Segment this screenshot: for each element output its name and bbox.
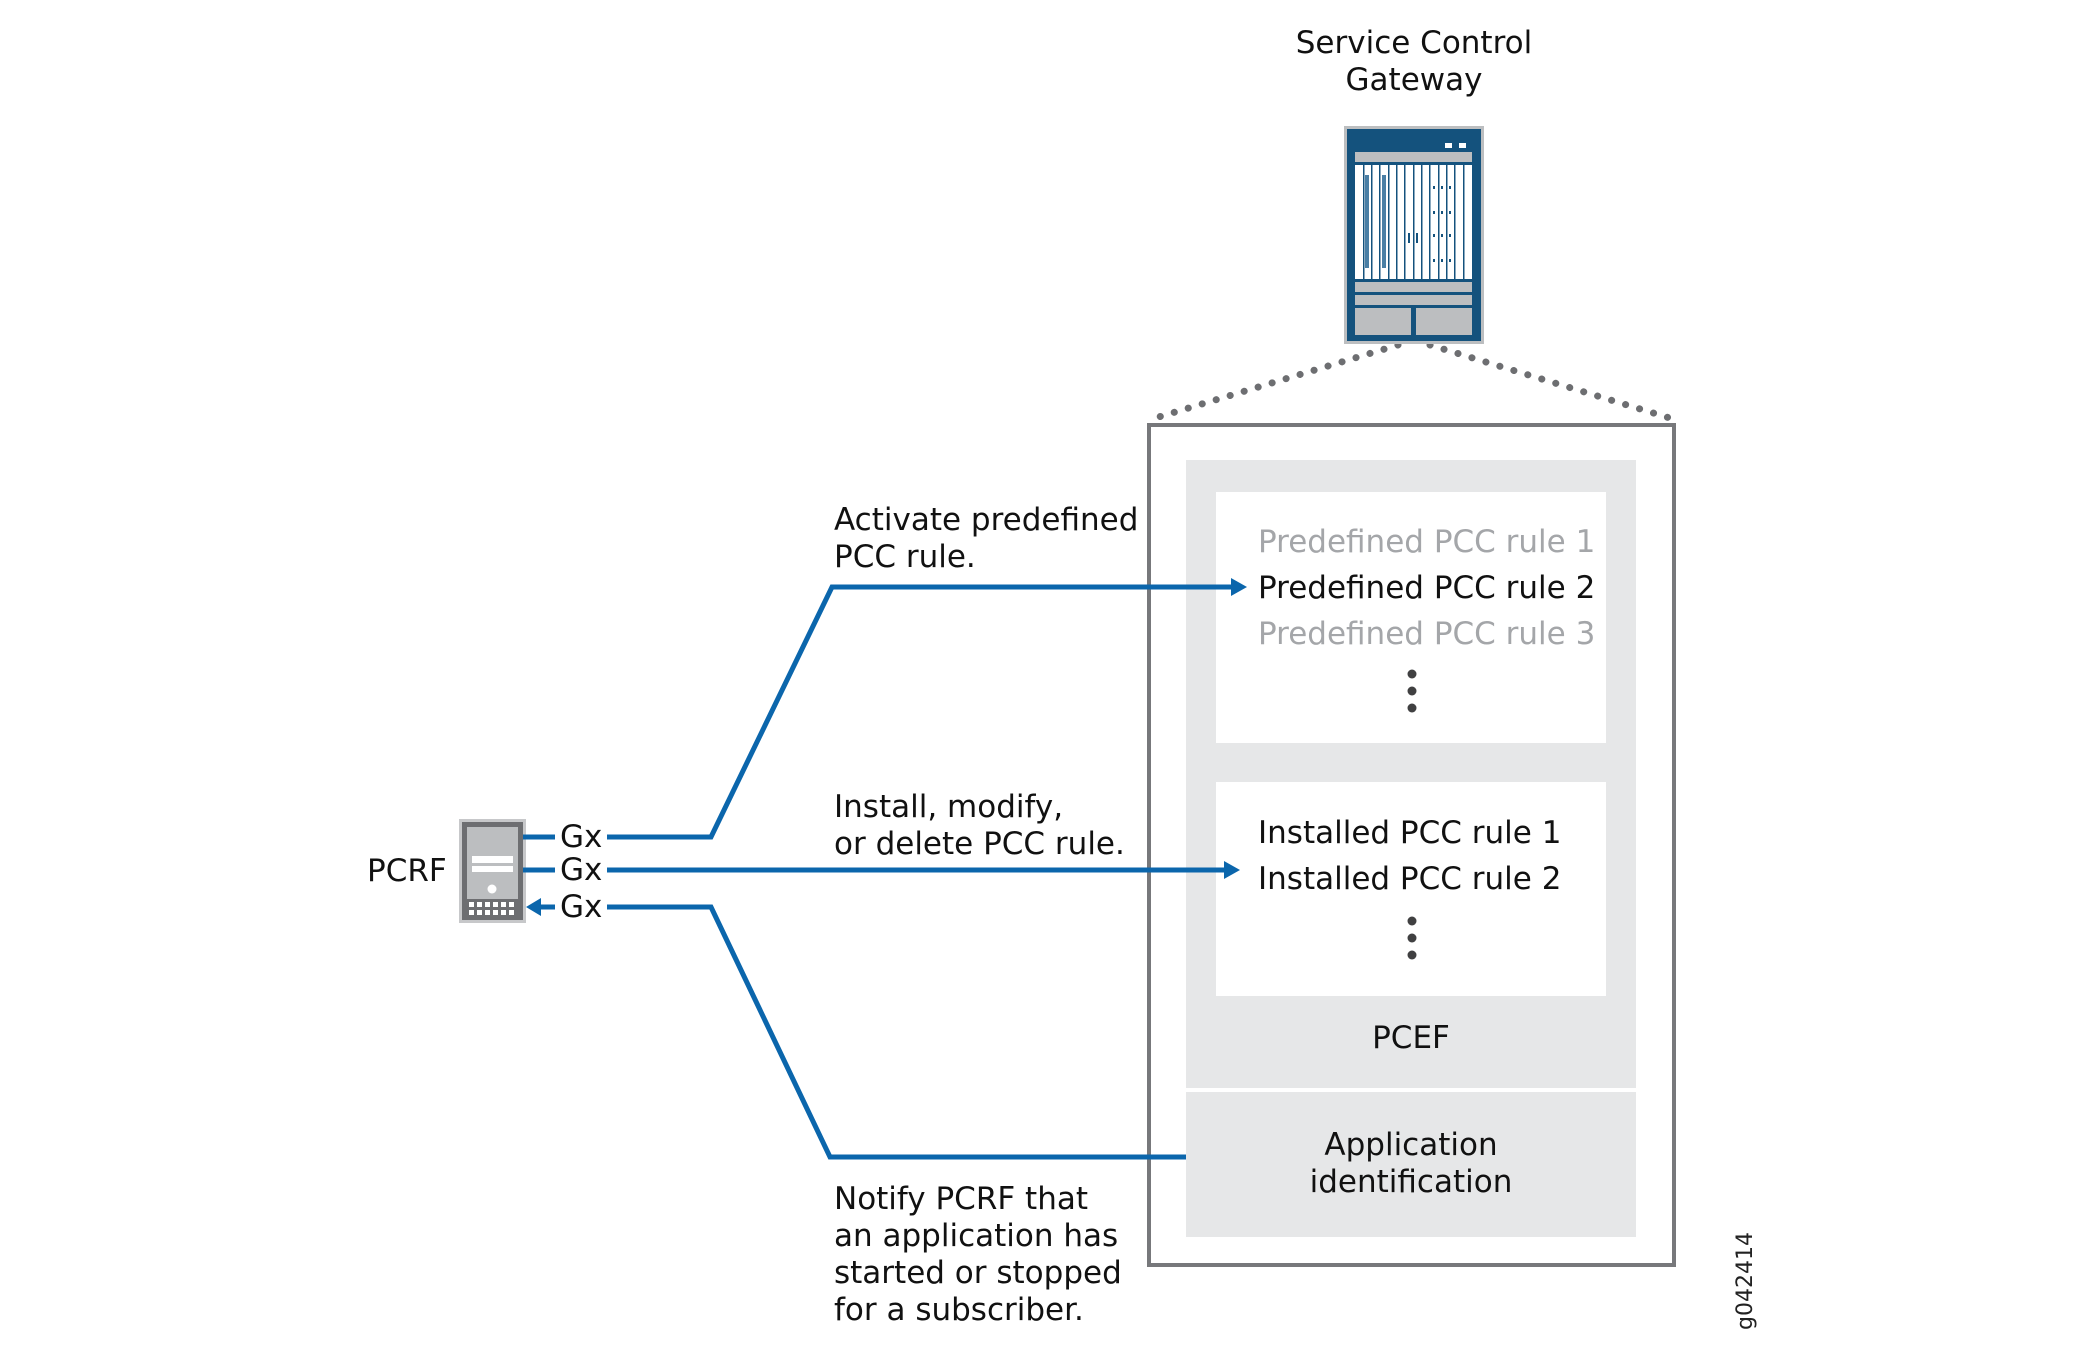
gateway-title-line1: Service Control: [1295, 25, 1533, 61]
ellipsis-dot: [1407, 933, 1417, 943]
flow-activate-line: [607, 584, 1232, 840]
flow-activate-label-line1: Activate predefined: [834, 502, 1139, 538]
flow-notify-line: [607, 904, 1186, 1160]
flow-notify-label: Notify PCRF that an application has star…: [834, 1181, 1122, 1329]
flow-notify-label-line3: started or stopped: [834, 1255, 1122, 1291]
pcrf-label: PCRF: [367, 853, 447, 889]
pcef-label: PCEF: [1372, 1020, 1450, 1056]
arrowhead-activate: [1231, 578, 1247, 596]
ellipsis-dot: [1407, 916, 1417, 926]
app-identification-line2: identification: [1309, 1164, 1513, 1200]
flow-install-label-line1: Install, modify,: [834, 789, 1064, 825]
gx-label-3: Gx: [560, 889, 603, 925]
arrowhead-install: [1224, 861, 1240, 879]
app-identification-label: Application identification: [1186, 1127, 1636, 1201]
predefined-rule-2: Predefined PCC rule 2: [1258, 570, 1596, 606]
figure-id: g042414: [1733, 1232, 1758, 1330]
gx-label-1: Gx: [560, 819, 603, 855]
installed-rules-box: [1216, 782, 1606, 996]
predefined-rule-1: Predefined PCC rule 1: [1258, 524, 1596, 560]
installed-rule-1: Installed PCC rule 1: [1258, 815, 1562, 851]
predefined-rule-3: Predefined PCC rule 3: [1258, 616, 1596, 652]
router-chassis-icon: [1344, 126, 1484, 344]
app-identification-panel: [1186, 1092, 1636, 1237]
app-identification-line1: Application: [1324, 1127, 1498, 1163]
flow-install-label-line2: or delete PCC rule.: [834, 826, 1125, 862]
flow-notify-label-line1: Notify PCRF that: [834, 1181, 1089, 1217]
gateway-title-line2: Gateway: [1345, 62, 1483, 98]
arrowhead-notify: [526, 898, 541, 916]
gx-label-2: Gx: [560, 852, 603, 888]
flow-install-label: Install, modify, or delete PCC rule.: [834, 789, 1125, 863]
ellipsis-dot: [1407, 950, 1417, 960]
flow-activate-label-line2: PCC rule.: [834, 539, 976, 575]
zoom-line-left: [1148, 341, 1402, 423]
ellipsis-dot: [1407, 669, 1417, 679]
flow-activate-label: Activate predefined PCC rule.: [834, 502, 1138, 576]
flow-notify-label-line4: for a subscriber.: [834, 1292, 1084, 1328]
predefined-rules-box: [1216, 492, 1606, 743]
flow-notify-label-line2: an application has: [834, 1218, 1119, 1254]
gateway-title: Service Control Gateway: [1264, 25, 1564, 99]
ellipsis-dot: [1407, 703, 1417, 713]
ellipsis-dot: [1407, 686, 1417, 696]
server-icon: [459, 819, 526, 923]
zoom-line-right: [1426, 341, 1677, 423]
installed-rule-2: Installed PCC rule 2: [1258, 861, 1562, 897]
